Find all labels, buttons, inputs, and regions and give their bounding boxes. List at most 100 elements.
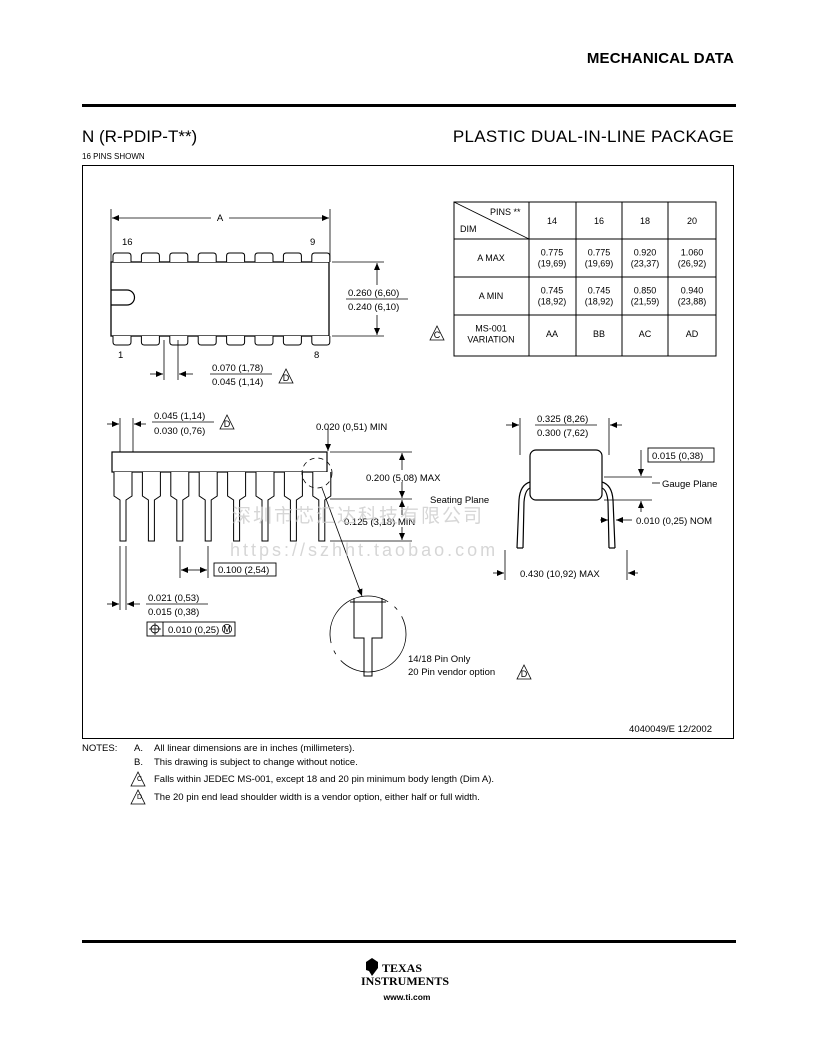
bottom-lead bbox=[282, 336, 302, 346]
lead-thickness-label: 0.010 (0,25) NOM bbox=[636, 516, 712, 527]
top-lead bbox=[226, 252, 246, 262]
body-width-max-label: 0.325 (8,26) bbox=[537, 414, 588, 425]
top-lead bbox=[112, 252, 132, 262]
end-body bbox=[529, 449, 603, 501]
gauge-plane-label: Gauge Plane bbox=[662, 479, 717, 490]
end-shoulder-min-label: 0.030 (0,76) bbox=[154, 426, 205, 437]
side-body bbox=[111, 451, 328, 473]
pin-9-label: 9 bbox=[310, 237, 315, 248]
pins-shown-label: 16 PINS SHOWN bbox=[82, 152, 145, 161]
table-row-label: A MAX bbox=[477, 253, 505, 263]
side-view: 0.045 (1,14) 0.030 (0,76) D 0.020 (0,51)… bbox=[107, 411, 532, 680]
width-min-label: 0.240 (6,10) bbox=[348, 302, 399, 313]
top-lead bbox=[311, 252, 331, 262]
detail-view-circle bbox=[329, 595, 407, 673]
mmc-modifier-letter: M bbox=[223, 624, 231, 634]
table-col-header: 18 bbox=[640, 216, 650, 226]
flag-d-icon bbox=[130, 789, 146, 805]
texas-state-icon bbox=[366, 958, 378, 976]
shoulder-min-label: 0.045 (1,14) bbox=[212, 377, 263, 388]
tolerance-label: 0.010 (0,25) bbox=[168, 625, 219, 636]
bottom-lead bbox=[140, 336, 160, 346]
table-cell: 0.775 bbox=[541, 248, 564, 258]
detail-note-2: 20 Pin vendor option bbox=[408, 667, 495, 678]
pitch-label: 0.100 (2,54) bbox=[218, 565, 269, 576]
side-lead bbox=[255, 472, 275, 542]
table-col-header: 14 bbox=[547, 216, 557, 226]
flag-c-icon bbox=[429, 325, 445, 341]
flag-c-letter: C bbox=[434, 330, 441, 340]
ti-logo: TEXAS INSTRUMENTS bbox=[361, 958, 449, 988]
lead-width-min-label: 0.015 (0,38) bbox=[148, 607, 199, 618]
notes-block: NOTES: A. All linear dimensions are in i… bbox=[82, 742, 494, 804]
mmc-modifier-icon bbox=[221, 624, 232, 635]
pin1-notch bbox=[111, 289, 136, 306]
side-lead bbox=[283, 472, 303, 542]
table-cell: BB bbox=[593, 329, 605, 339]
table-col-header: 20 bbox=[687, 216, 697, 226]
top-lead bbox=[140, 252, 160, 262]
bottom-lead bbox=[112, 336, 132, 346]
gauge-dim-label: 0.015 (0,38) bbox=[652, 451, 703, 462]
top-leads bbox=[112, 252, 331, 346]
height-max-label: 0.200 (5,08) MAX bbox=[366, 473, 441, 484]
table-cell: AC bbox=[639, 329, 652, 339]
logo-texas: TEXAS bbox=[382, 961, 422, 975]
top-body bbox=[110, 261, 330, 337]
footer-url[interactable]: www.ti.com bbox=[383, 992, 431, 1002]
top-lead bbox=[282, 252, 302, 262]
header-title: MECHANICAL DATA bbox=[586, 50, 734, 67]
drawing-frame bbox=[82, 165, 734, 739]
table-cell: (23,88) bbox=[678, 297, 707, 307]
end-shoulder-max-label: 0.045 (1,14) bbox=[154, 411, 205, 422]
pin-16-label: 16 bbox=[122, 237, 133, 248]
table-corner-pins: PINS ** bbox=[490, 207, 521, 217]
footer-rule bbox=[82, 940, 736, 943]
top-lead bbox=[254, 252, 274, 262]
standoff-label: 0.020 (0,51) MIN bbox=[316, 422, 387, 433]
table-row-label: MS-001 bbox=[475, 324, 507, 334]
lead-length-label: 0.125 (3,18) MIN bbox=[344, 517, 415, 528]
logo-instruments: INSTRUMENTS bbox=[361, 974, 449, 988]
package-code: N (R-PDIP-T**) bbox=[82, 127, 198, 146]
bottom-lead bbox=[197, 336, 217, 346]
table-cell: (18,92) bbox=[538, 297, 567, 307]
side-lead bbox=[141, 472, 161, 542]
watermark-line-2: https://szhht.taobao.com bbox=[230, 540, 498, 560]
notes-heading: NOTES: bbox=[82, 743, 118, 754]
table-cell: AA bbox=[546, 329, 558, 339]
flag-c-icon bbox=[130, 771, 146, 787]
flag-d-letter: D bbox=[283, 373, 290, 383]
table-cell: 0.745 bbox=[588, 286, 611, 296]
flag-d-icon bbox=[516, 664, 532, 680]
detail-note-1: 14/18 Pin Only bbox=[408, 654, 471, 665]
tolerance-frame bbox=[146, 621, 236, 637]
top-lead bbox=[169, 252, 189, 262]
detail-source-circle bbox=[301, 457, 333, 489]
header-rule bbox=[82, 104, 736, 107]
drawing-id: 4040049/E 12/2002 bbox=[629, 724, 712, 735]
table-cell: (19,69) bbox=[538, 259, 567, 269]
flag-d-letter: D bbox=[224, 419, 231, 429]
bottom-lead bbox=[226, 336, 246, 346]
note-b-letter: B. bbox=[134, 756, 143, 768]
table-cell: 1.060 bbox=[681, 248, 704, 258]
bottom-lead bbox=[254, 336, 274, 346]
table-cell: 0.850 bbox=[634, 286, 657, 296]
pin-1-label: 1 bbox=[118, 350, 123, 361]
bottom-lead bbox=[311, 336, 331, 346]
table-cell: (19,69) bbox=[585, 259, 614, 269]
table-cell: (18,92) bbox=[585, 297, 614, 307]
table-cell: (26,92) bbox=[678, 259, 707, 269]
bottom-lead bbox=[169, 336, 189, 346]
side-lead bbox=[198, 472, 218, 542]
watermark-line-1: 深圳市芯汇达科技有限公司 bbox=[232, 505, 484, 527]
note-c-letter: C bbox=[137, 776, 143, 783]
note-c-text: Falls within JEDEC MS-001, except 18 and… bbox=[154, 774, 495, 785]
side-leads bbox=[113, 472, 332, 542]
flag-d-letter: D bbox=[521, 669, 528, 679]
table-corner-dim: DIM bbox=[460, 224, 477, 234]
note-b-text: This drawing is subject to change withou… bbox=[154, 756, 358, 768]
seating-plane-label: Seating Plane bbox=[430, 495, 489, 506]
